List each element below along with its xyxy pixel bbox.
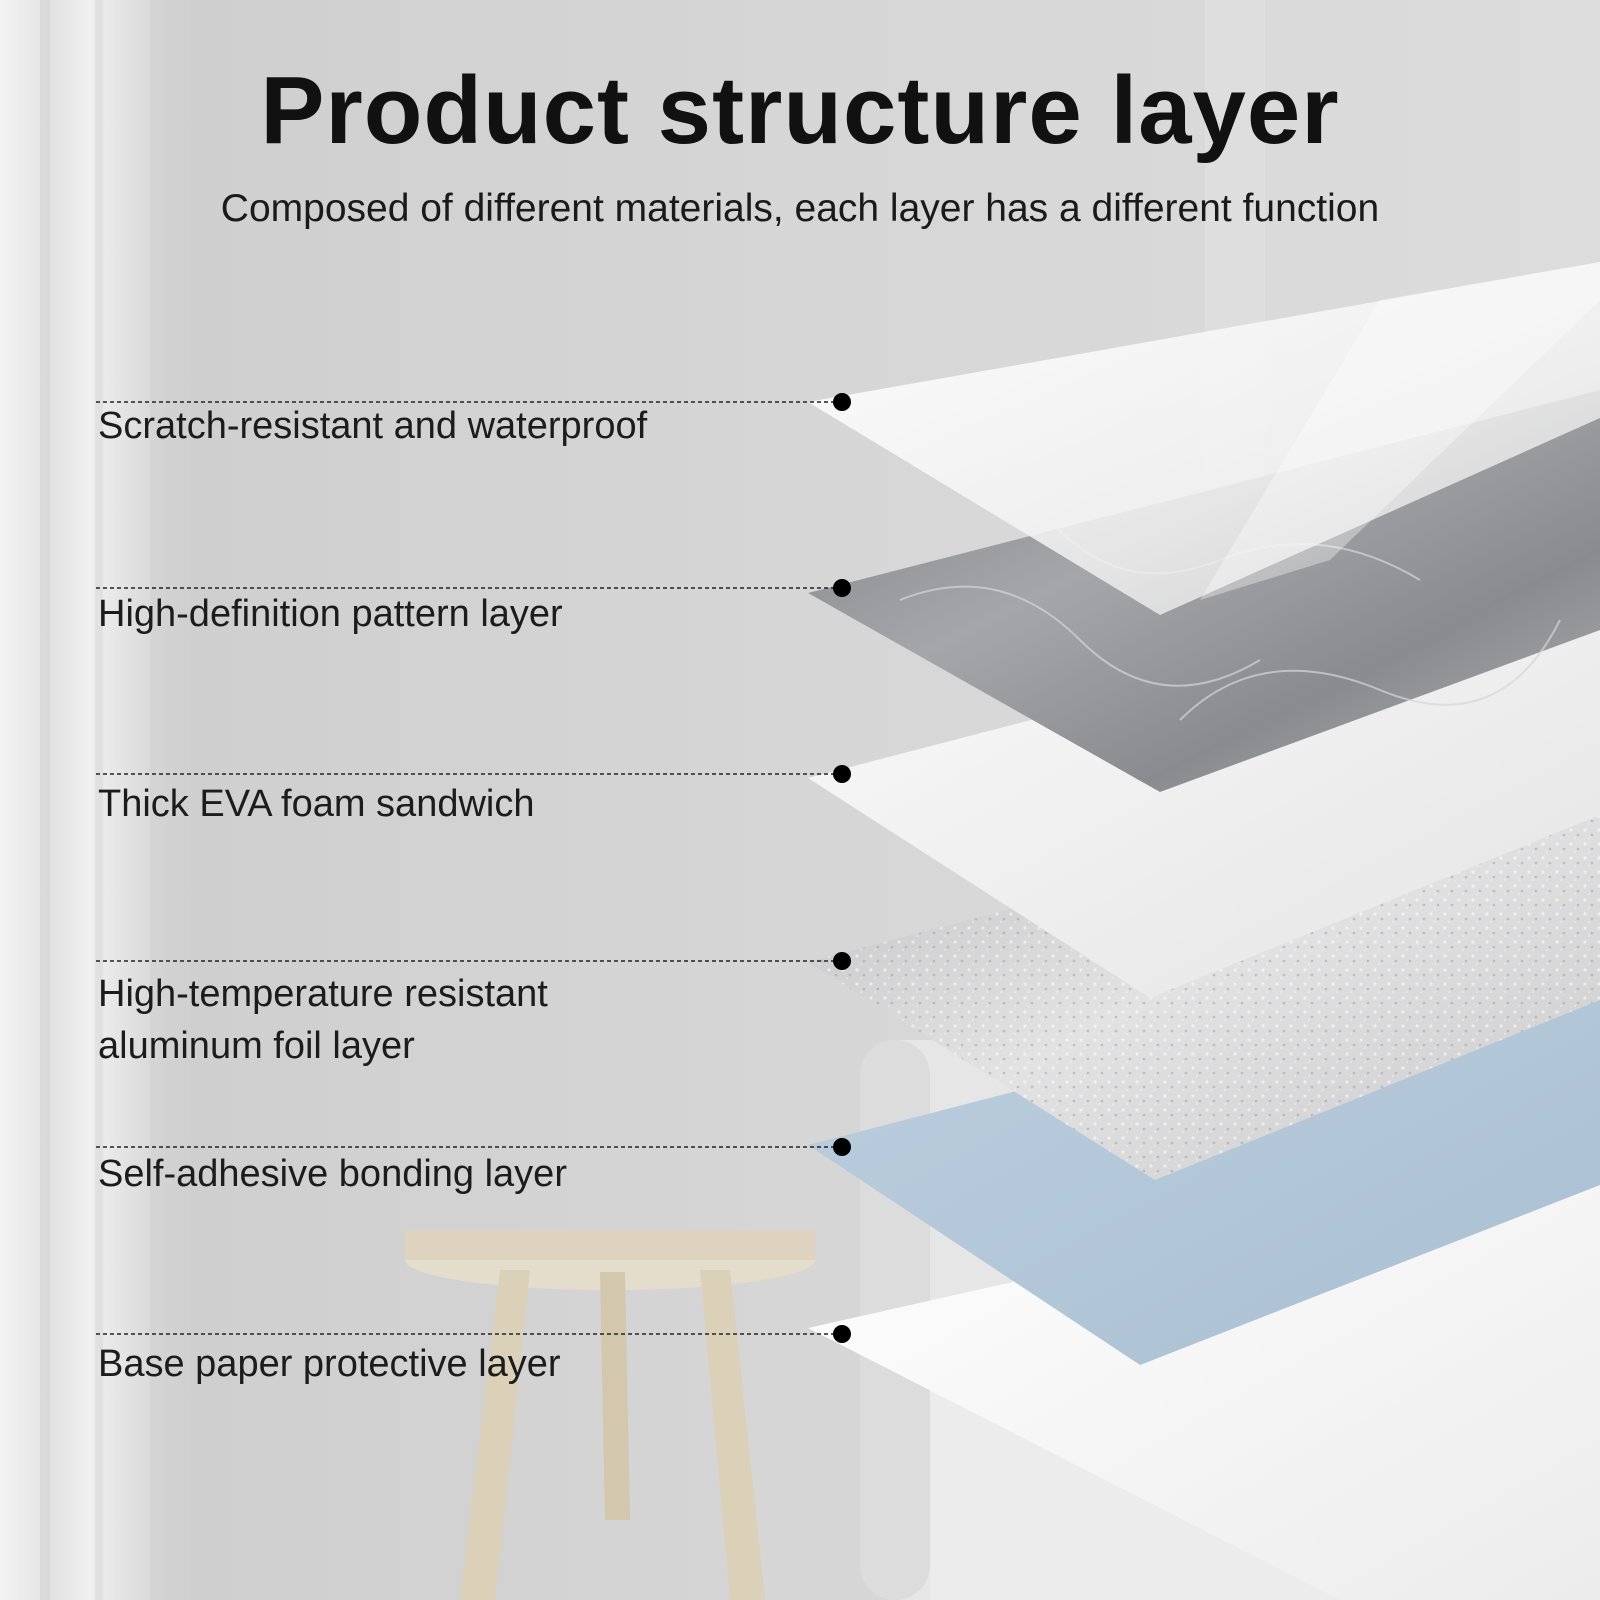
page-subtitle: Composed of different materials, each la… [220,187,1380,230]
leader-dot-aluminum-foil [833,952,851,970]
leader-dot-scratch-resistant [833,393,851,411]
layer-label-scratch-resistant: Scratch-resistant and waterproof [98,405,648,447]
layer-sheet-clear-film [808,262,1600,615]
leader-dot-pattern [833,579,851,597]
leader-dot-base-paper [833,1325,851,1343]
leader-lines [96,393,851,1343]
leader-dot-eva-foam [833,765,851,783]
layer-label-pattern: High-definition pattern layer [98,593,563,635]
film-highlight [1200,262,1600,600]
layer-label-aluminum-foil: High-temperature resistant aluminum foil… [98,973,548,1067]
page-title: Product structure layer [260,57,1340,164]
layer-label-self-adhesive: Self-adhesive bonding layer [98,1153,567,1195]
layer-sheet-base-paper [808,1150,1600,1600]
leader-dot-self-adhesive [833,1138,851,1156]
layer-label-base-paper: Base paper protective layer [98,1343,561,1385]
layer-label-eva-foam: Thick EVA foam sandwich [98,783,535,825]
